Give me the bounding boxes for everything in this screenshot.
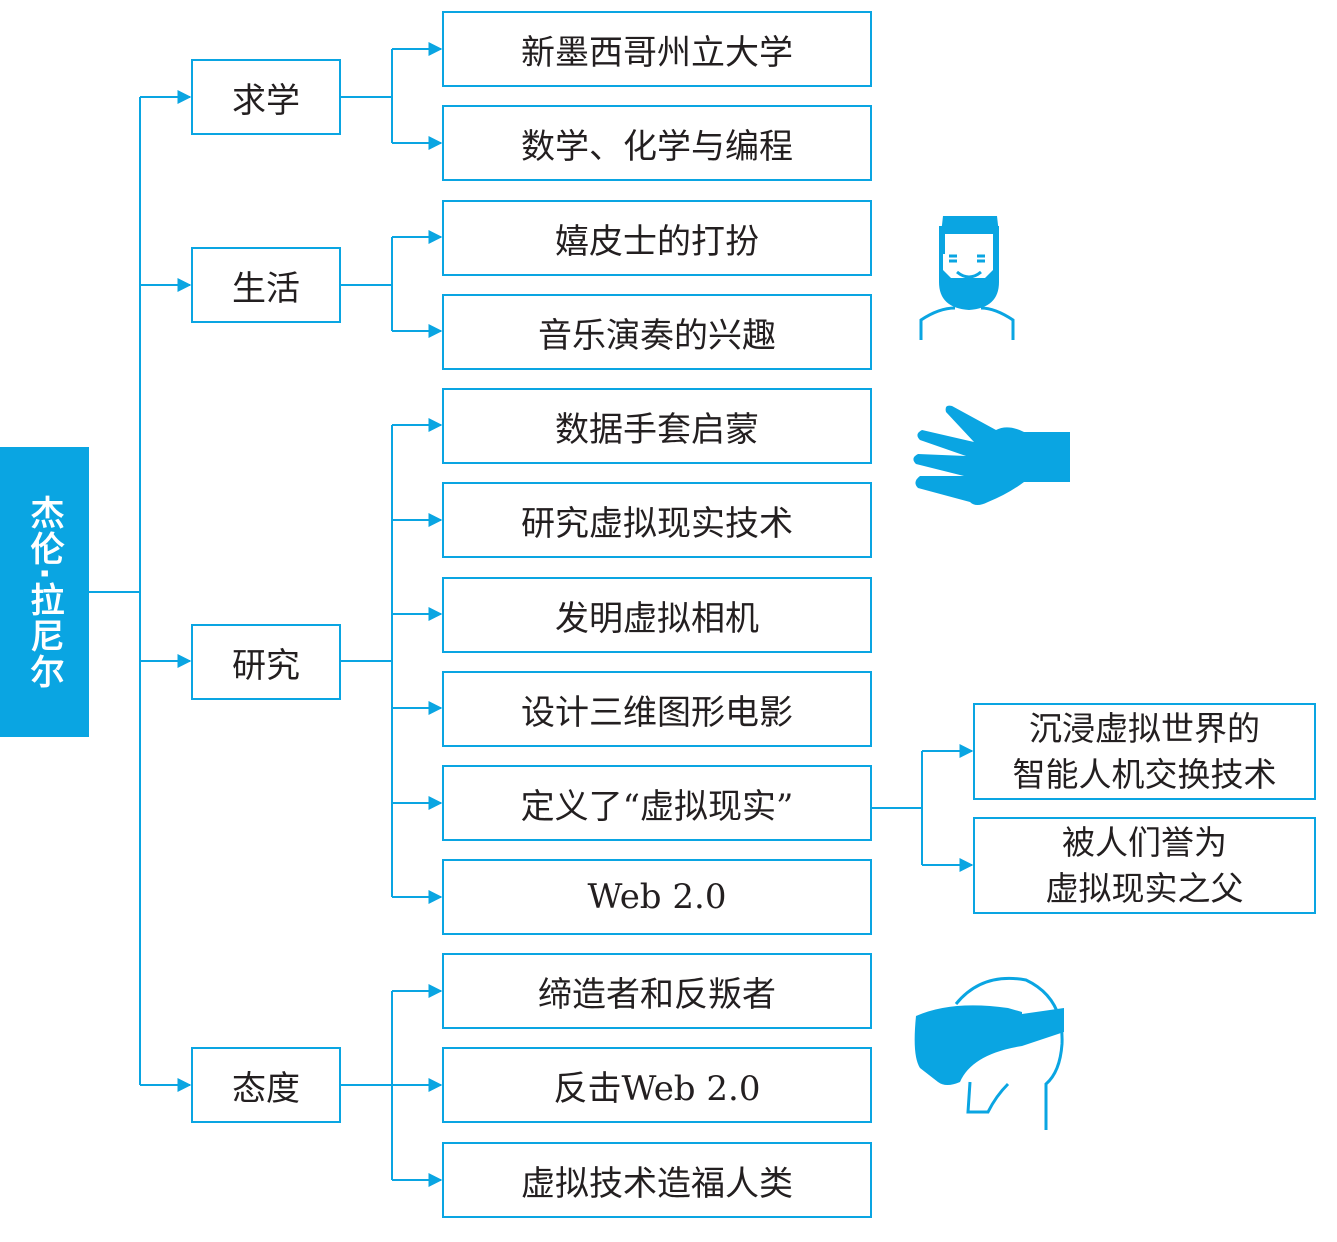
vr-detail-1: 沉浸虚拟世界的 智能人机交换技术 — [973, 703, 1316, 800]
category-attitude: 态度 — [191, 1047, 341, 1123]
bearded-man-icon — [919, 216, 1015, 340]
item-research-1: 数据手套启蒙 — [442, 388, 872, 464]
item-research-6: Web 2.0 — [442, 859, 872, 935]
category-research: 研究 — [191, 624, 341, 700]
item-life-1: 嬉皮士的打扮 — [442, 200, 872, 276]
data-glove-icon — [913, 405, 1070, 505]
item-attitude-3: 虚拟技术造福人类 — [442, 1142, 872, 1218]
item-research-2: 研究虚拟现实技术 — [442, 482, 872, 558]
root-label: 杰伦·拉尼尔 — [24, 494, 64, 690]
root-node: 杰伦·拉尼尔 — [0, 447, 89, 737]
vr-headset-icon — [914, 976, 1064, 1130]
item-study-1: 新墨西哥州立大学 — [442, 11, 872, 87]
category-life: 生活 — [191, 247, 341, 323]
item-study-2: 数学、化学与编程 — [442, 105, 872, 181]
item-life-2: 音乐演奏的兴趣 — [442, 294, 872, 370]
item-attitude-2: 反击Web 2.0 — [442, 1047, 872, 1123]
item-research-5: 定义了“虚拟现实” — [442, 765, 872, 841]
item-research-4: 设计三维图形电影 — [442, 671, 872, 747]
item-research-3: 发明虚拟相机 — [442, 577, 872, 653]
item-attitude-1: 缔造者和反叛者 — [442, 953, 872, 1029]
vr-detail-2: 被人们誉为 虚拟现实之父 — [973, 817, 1316, 914]
category-study: 求学 — [191, 59, 341, 135]
